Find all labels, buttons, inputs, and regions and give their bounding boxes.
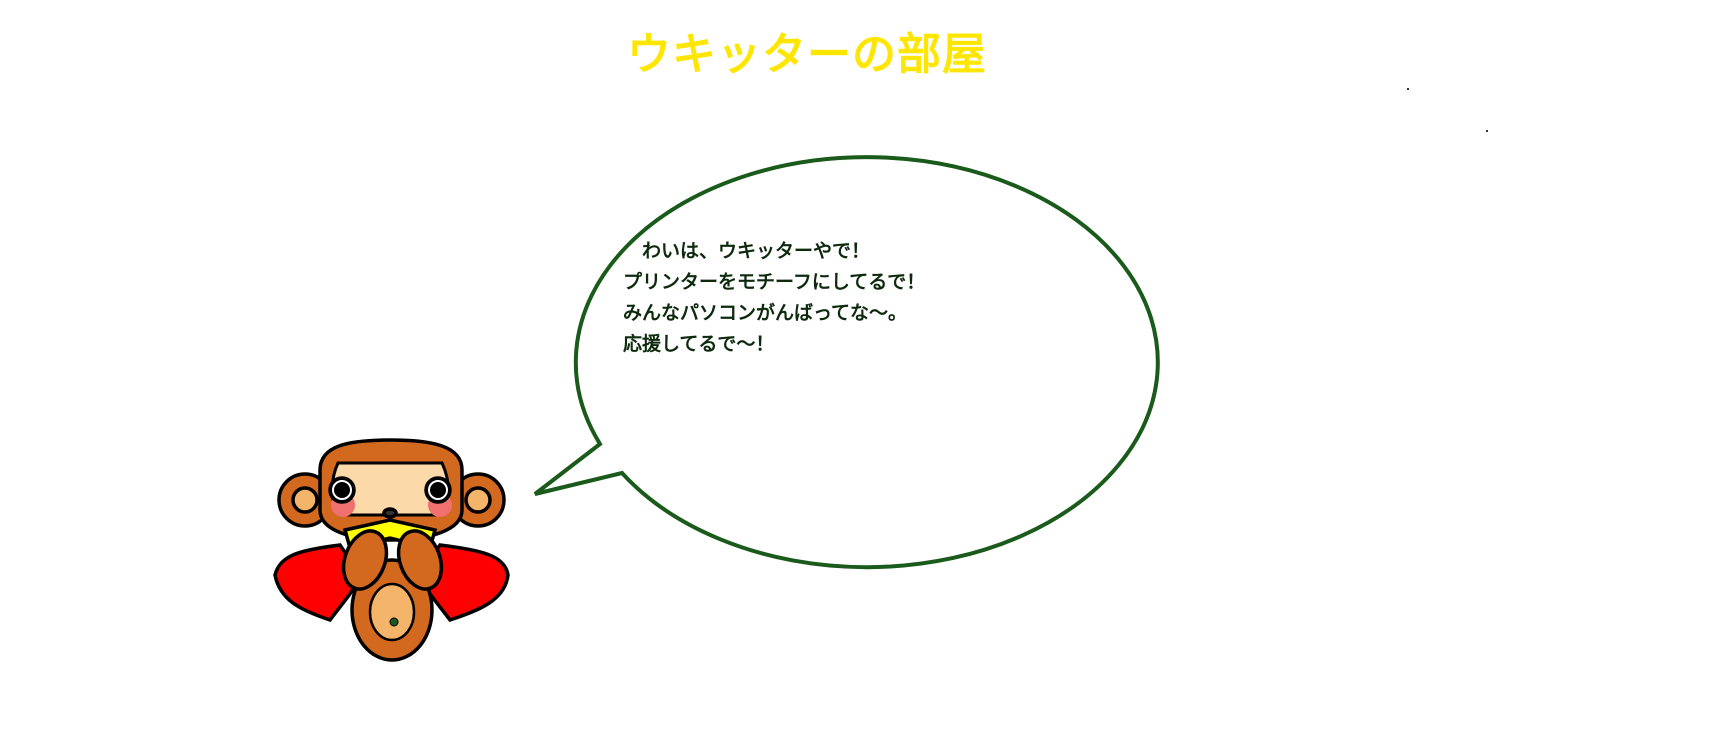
speech-line: プリンターをモチーフにしてるで！ [623,271,926,293]
decorative-dot [1486,130,1488,132]
speech-line: わいは、ウキッターやで！ [623,240,871,262]
speech-text: わいは、ウキッターやで！ プリンターをモチーフにしてるで！ みんなパソコンがんばって… [623,236,925,360]
page-title: ウキッターの部屋 [627,29,987,80]
monkey-mascot-icon [273,438,510,662]
speech-line: みんなパソコンがんばってな～。 [623,302,908,324]
speech-bubble [533,155,1160,570]
decorative-dot [1407,88,1409,90]
speech-line: 応援してるで～！ [623,333,775,355]
